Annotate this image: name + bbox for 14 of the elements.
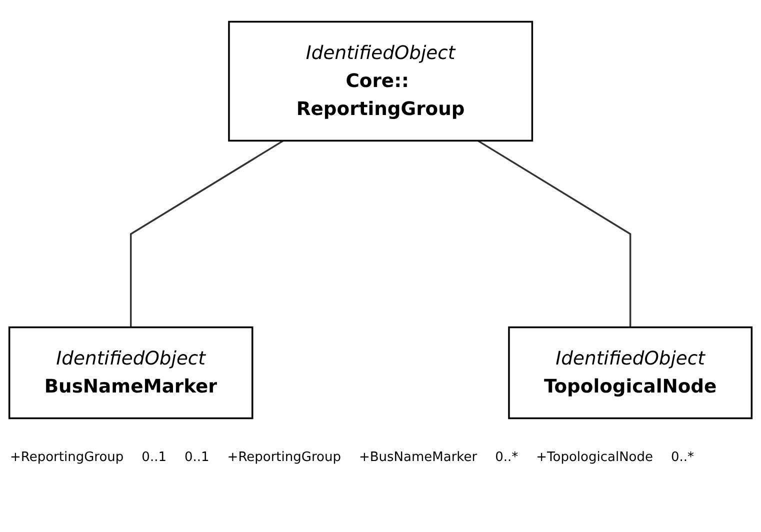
association-end-label: +TopologicalNode bbox=[536, 450, 654, 465]
association-end-label: 0..1 bbox=[142, 450, 166, 465]
node-box bbox=[8, 326, 254, 420]
association-end-label: 0..1 bbox=[184, 450, 210, 465]
class-diagram: IdentifiedObject Core:: ReportingGroup IdentifiedObject BusNameMarker IdentifiedObject TopologicalNode bbox=[0, 0, 761, 440]
association-end-label: +ReportingGroup bbox=[227, 450, 341, 465]
association-end-label: +ReportingGroup bbox=[10, 450, 124, 465]
connector bbox=[130, 140, 284, 328]
node-box bbox=[508, 326, 753, 420]
association-end-label: 0..* bbox=[495, 450, 518, 465]
association-end-label: 0..* bbox=[671, 450, 694, 465]
connector bbox=[477, 140, 632, 328]
association-end-label: +BusNameMarker bbox=[358, 450, 478, 465]
node-box bbox=[228, 20, 534, 142]
